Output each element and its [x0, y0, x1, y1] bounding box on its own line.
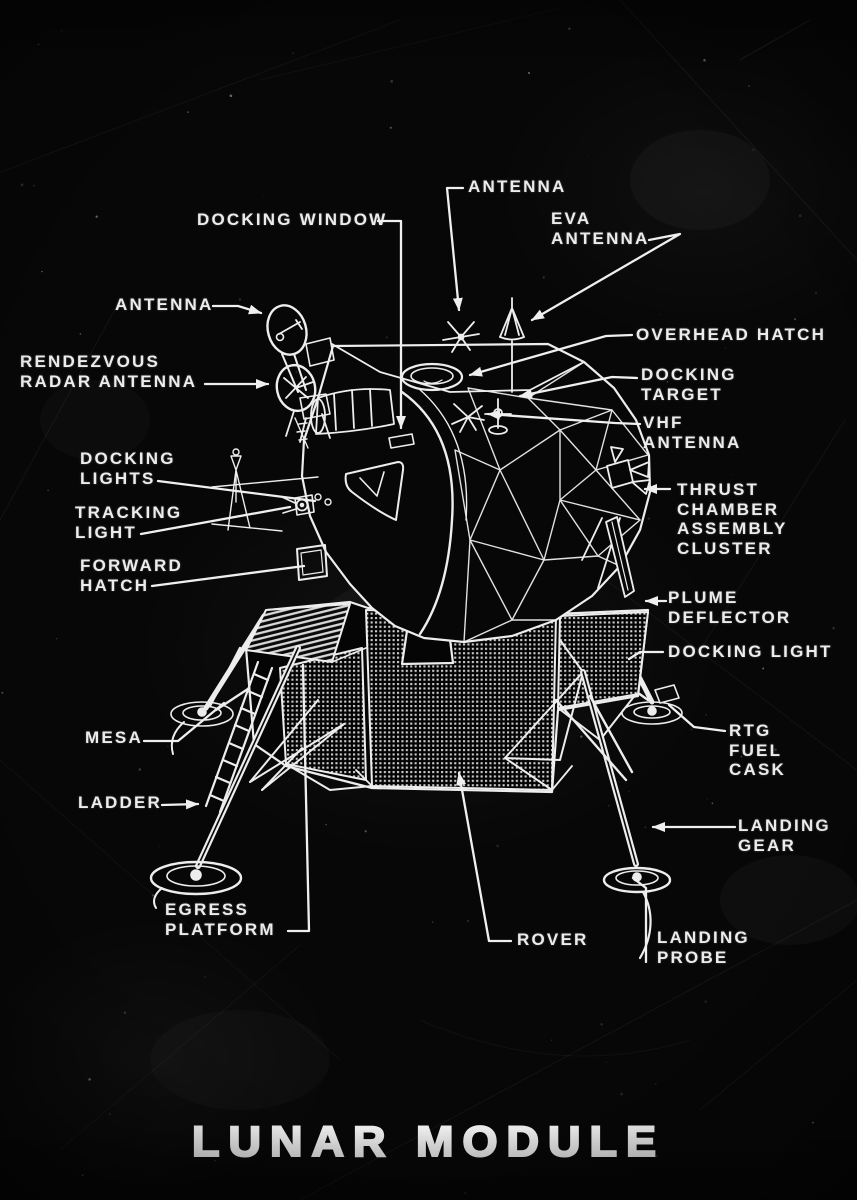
- label-landing-probe: LANDING PROBE: [657, 928, 750, 967]
- label-docking-light: DOCKING LIGHT: [668, 642, 833, 661]
- leader-antenna-left: [211, 304, 263, 315]
- label-forward-hatch: FORWARD HATCH: [80, 556, 183, 595]
- descent-right-panel: [557, 611, 649, 709]
- label-vhf-antenna: VHF ANTENNA: [643, 413, 742, 452]
- landing-probe-wire: [153, 887, 163, 909]
- label-plume-deflector: PLUME DEFLECTOR: [668, 588, 792, 627]
- label-mesa: MESA: [85, 728, 143, 747]
- leader-rover: [456, 771, 513, 943]
- label-antenna-top: ANTENNA: [468, 177, 567, 196]
- label-docking-target: DOCKING TARGET: [641, 365, 737, 404]
- label-docking-window: DOCKING WINDOW: [197, 210, 388, 229]
- label-rendezvous-radar: RENDEZVOUS RADAR ANTENNA: [20, 352, 198, 391]
- label-antenna-left: ANTENNA: [115, 295, 214, 314]
- descent-left-panel: [279, 647, 367, 781]
- poster-title: LUNAR MODULE: [191, 1117, 665, 1167]
- forward-hatch-shape: [296, 544, 328, 581]
- leader-antenna-top: [445, 186, 465, 312]
- label-thrust-chamber: THRUST CHAMBER ASSEMBLY CLUSTER: [677, 480, 788, 558]
- label-tracking-light: TRACKING LIGHT: [75, 503, 183, 542]
- leader-ladder: [160, 799, 200, 810]
- label-docking-lights: DOCKING LIGHTS: [80, 449, 176, 488]
- label-rtg-fuel-cask: RTG FUEL CASK: [729, 721, 786, 779]
- label-ladder: LADDER: [78, 793, 163, 812]
- label-landing-gear: LANDING GEAR: [738, 816, 831, 855]
- rtg-fuel-cask-shape: [654, 684, 680, 704]
- label-rover: ROVER: [517, 930, 589, 949]
- label-eva-antenna: EVA ANTENNA: [551, 209, 650, 248]
- label-overhead-hatch: OVERHEAD HATCH: [636, 325, 827, 344]
- label-egress-platform: EGRESS PLATFORM: [165, 900, 276, 939]
